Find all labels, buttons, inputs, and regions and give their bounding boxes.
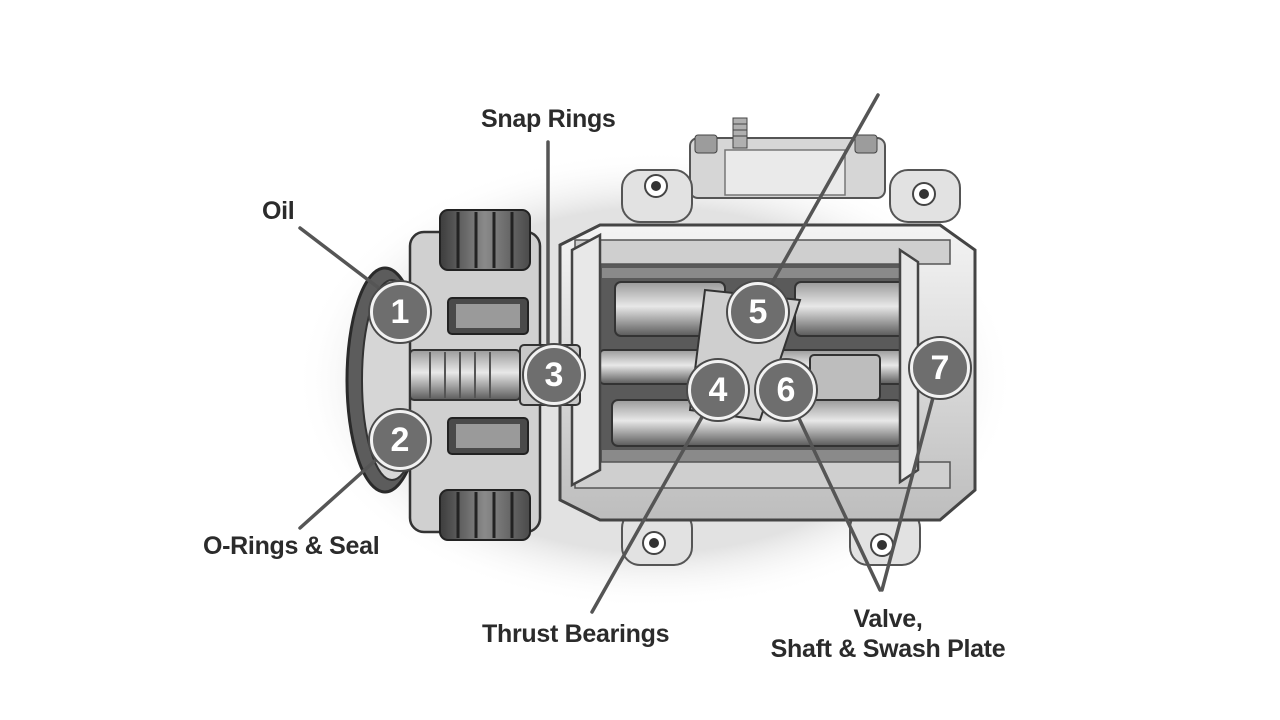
badge-6: 6: [756, 360, 816, 420]
badge-2: 2: [370, 410, 430, 470]
leader-line-thrust-bearings: [590, 408, 708, 614]
label-valve-shaft-swash-plate: Valve, Shaft & Swash Plate: [760, 604, 1016, 664]
top-mount-block: [689, 117, 886, 199]
label-o-rings-seal: O-Rings & Seal: [203, 532, 380, 560]
leader-line-part-6: [793, 408, 882, 592]
mounting-ears: [621, 169, 961, 566]
badge-5: 5: [728, 282, 788, 342]
label-oil: Oil: [262, 197, 295, 225]
leader-line-part-5: [766, 93, 880, 292]
label-snap-rings: Snap Rings: [481, 105, 616, 133]
leader-line-part-7: [880, 388, 937, 592]
leader-line-o-rings: [298, 456, 380, 530]
leader-line-oil: [298, 226, 386, 294]
label-thrust-bearings: Thrust Bearings: [482, 620, 670, 648]
front-plate: [570, 232, 920, 488]
badge-3: 3: [524, 345, 584, 405]
badge-7: 7: [910, 338, 970, 398]
label-valve-line-2: Shaft & Swash Plate: [770, 635, 1006, 663]
label-valve-line-1: Valve,: [853, 605, 923, 633]
badge-1: 1: [370, 282, 430, 342]
badge-4: 4: [688, 360, 748, 420]
